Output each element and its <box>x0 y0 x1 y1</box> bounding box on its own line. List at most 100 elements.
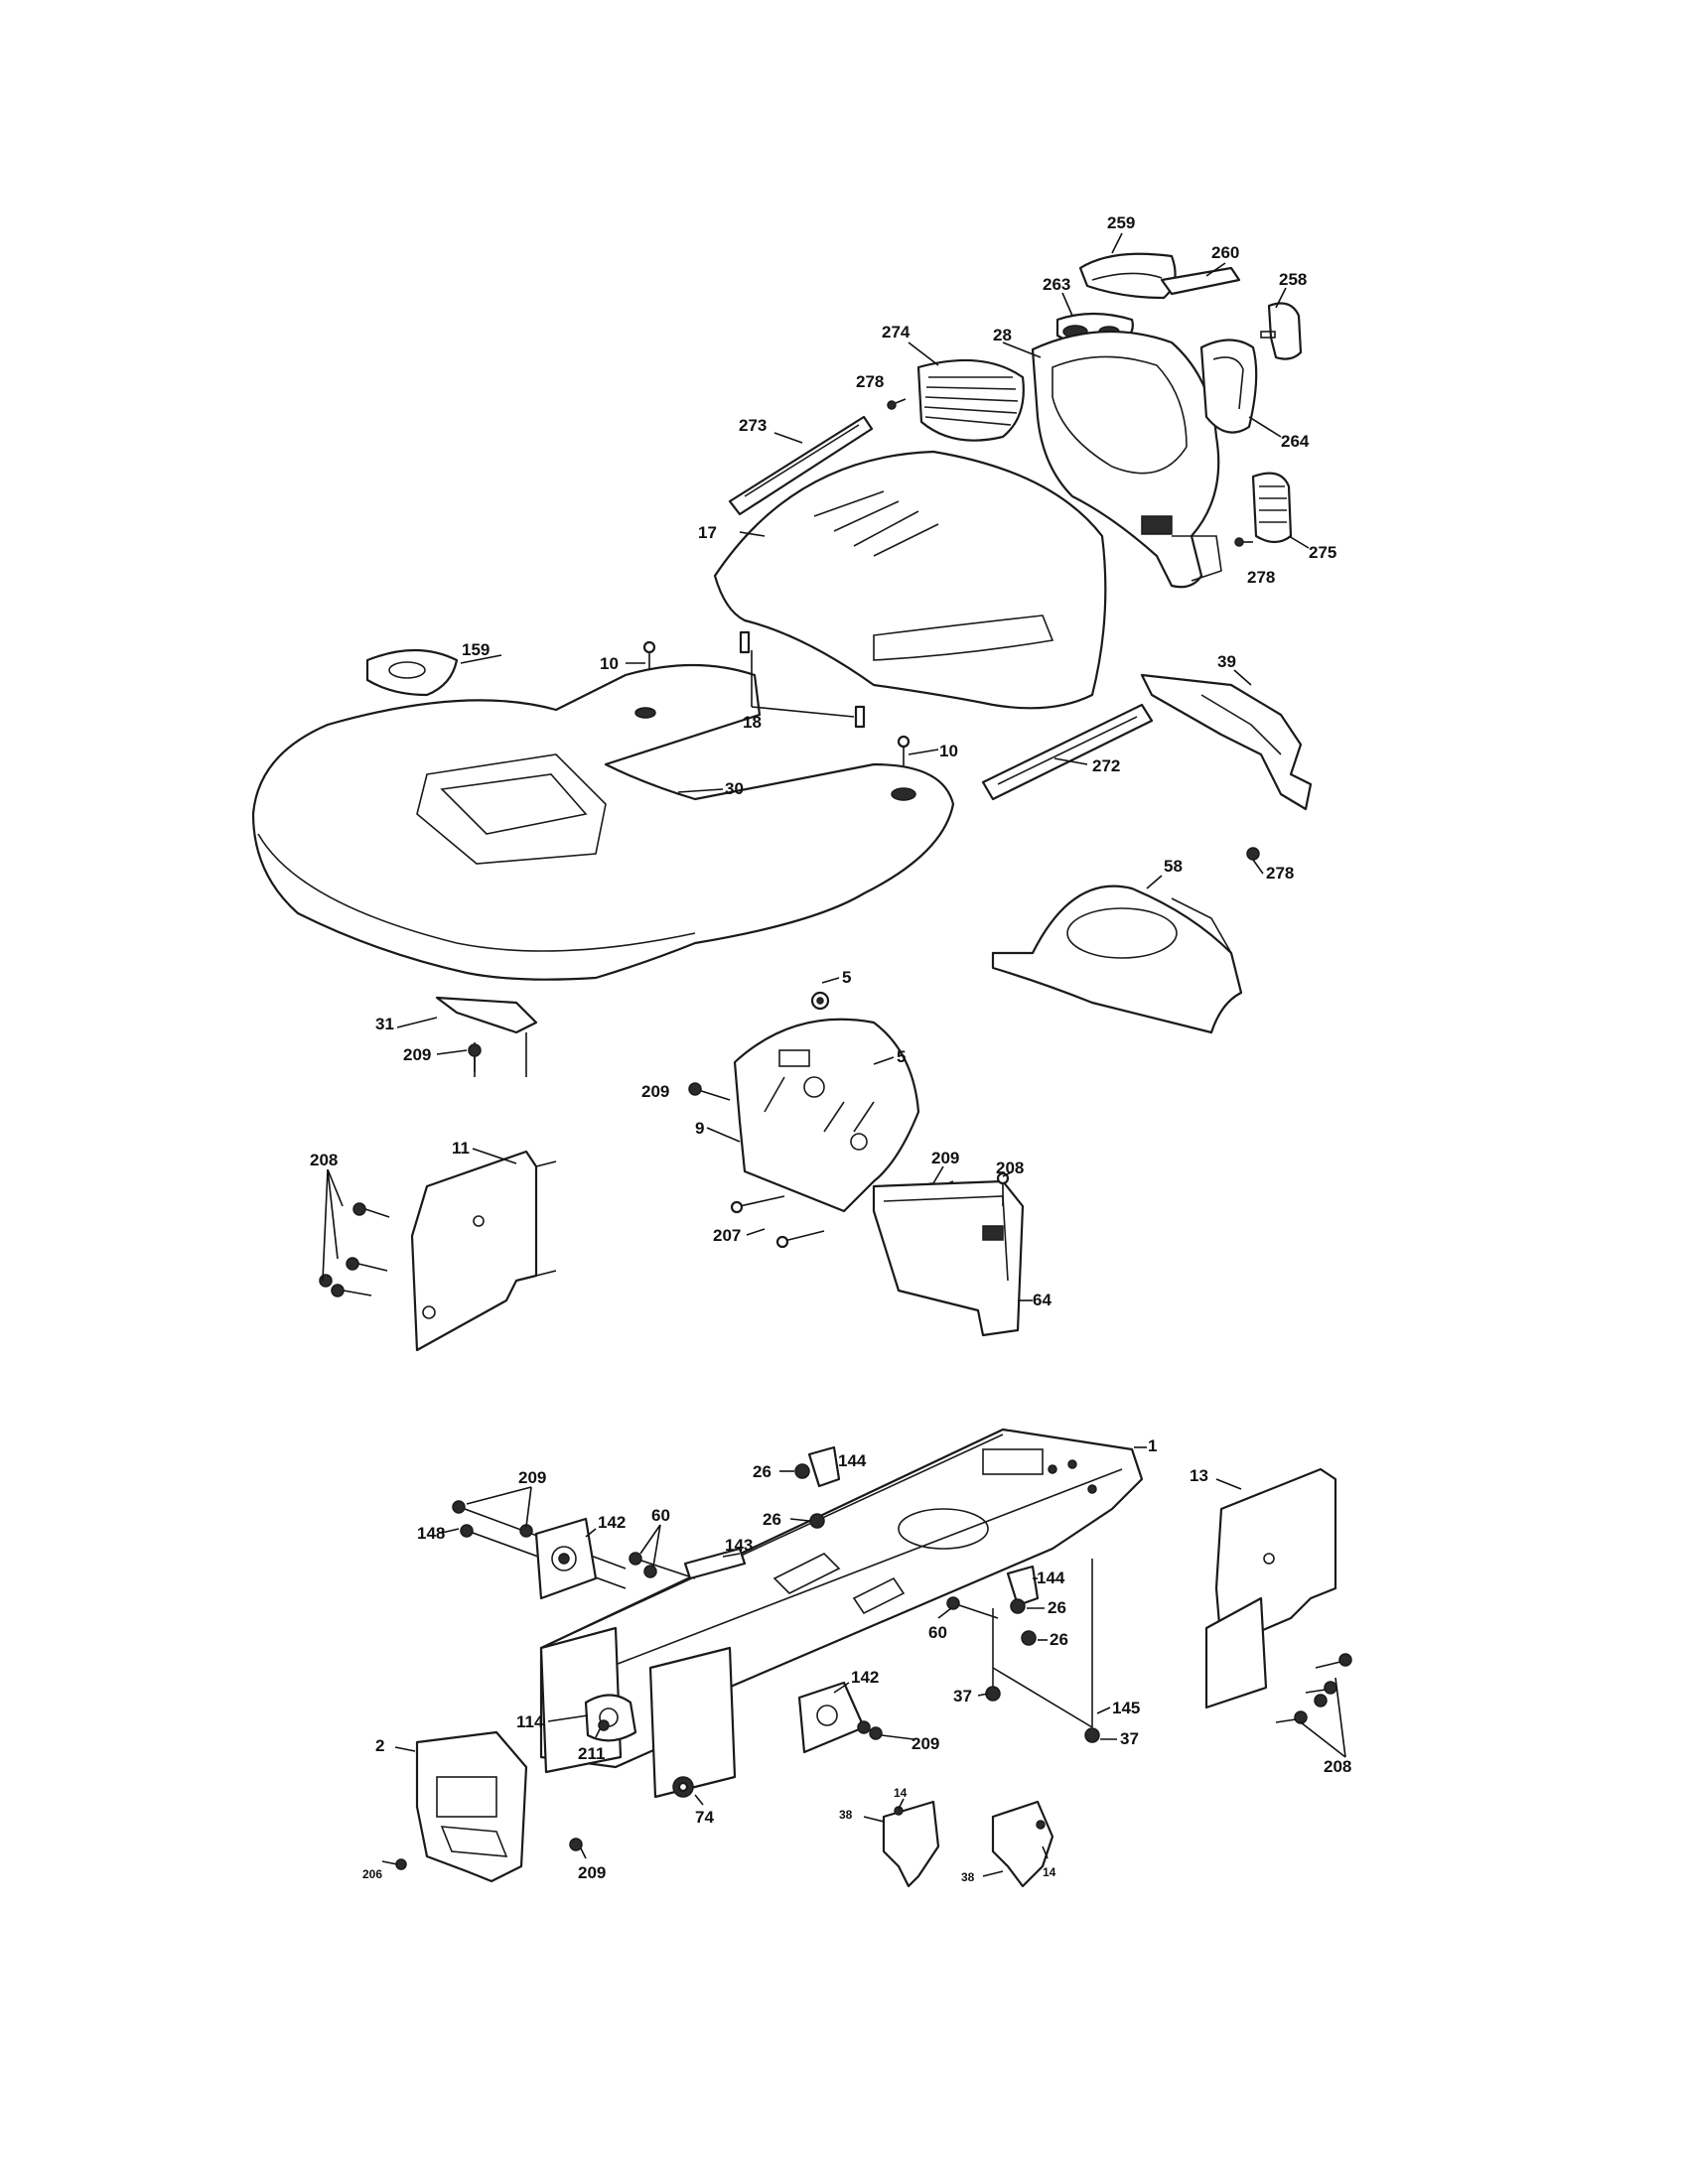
belt-guard-part <box>991 885 1243 1034</box>
callout-label: 207 <box>713 1226 741 1245</box>
callout-label: 273 <box>739 416 767 435</box>
plate-142-right-part <box>797 1681 883 1754</box>
callout-label: 26 <box>753 1462 772 1481</box>
callout-label: 209 <box>403 1045 431 1064</box>
callout-label: 26 <box>1050 1630 1068 1649</box>
callout-label: 13 <box>1190 1466 1208 1485</box>
callout-label: 28 <box>993 326 1012 344</box>
callout-labels: 259 260 258 263 274 28 278 264 273 275 2… <box>310 213 1351 1884</box>
callout-label: 208 <box>996 1159 1024 1177</box>
callout-label: 10 <box>600 654 619 673</box>
callout-label: 259 <box>1107 213 1135 232</box>
front-bracket-part <box>872 1171 1025 1337</box>
callout-label: 39 <box>1217 652 1236 671</box>
callout-label: 272 <box>1092 756 1120 775</box>
bracket-144-part <box>807 1445 1040 1607</box>
screw-208-right-part <box>1275 1653 1352 1724</box>
callout-label: 209 <box>931 1149 959 1167</box>
callout-label: 114 <box>516 1712 544 1731</box>
hook-38-left-part <box>882 1800 940 1888</box>
callout-label: 278 <box>856 372 884 391</box>
pivot-114-part <box>584 1694 637 1742</box>
callout-label: 148 <box>417 1524 445 1543</box>
callout-label: 37 <box>1120 1729 1139 1748</box>
callout-label: 38 <box>961 1870 975 1884</box>
plate-142-left-part <box>534 1517 598 1600</box>
callout-label: 144 <box>838 1451 867 1470</box>
callout-label: 263 <box>1043 275 1070 294</box>
headlight-cover-part <box>1078 252 1177 300</box>
callout-label: 206 <box>362 1867 382 1881</box>
callout-label: 144 <box>1037 1569 1065 1587</box>
callout-label: 64 <box>1033 1291 1052 1309</box>
callout-label: 31 <box>375 1015 394 1033</box>
callout-label: 60 <box>651 1506 670 1525</box>
trim-strip-part <box>1160 266 1241 296</box>
callout-label: 258 <box>1279 270 1307 289</box>
callout-label: 143 <box>725 1536 753 1555</box>
callout-label: 17 <box>698 523 717 542</box>
grille-frame-part <box>1031 330 1222 589</box>
callout-label: 74 <box>695 1808 714 1827</box>
small-bracket-part <box>435 996 538 1077</box>
callout-label: 159 <box>462 640 490 659</box>
callout-label: 18 <box>743 713 762 732</box>
screw-208-left-part <box>319 1202 390 1297</box>
callout-label: 209 <box>578 1863 606 1882</box>
fender-deck-part <box>251 663 955 981</box>
callout-label: 37 <box>953 1687 972 1706</box>
callout-label: 278 <box>1266 864 1294 883</box>
hood-part <box>713 450 1107 710</box>
dash-panel-part <box>733 1018 920 1213</box>
bolt-207-part <box>730 1195 825 1249</box>
callout-label: 9 <box>695 1119 704 1138</box>
nut-26-part <box>794 1463 1037 1646</box>
callout-label: 145 <box>1112 1699 1140 1717</box>
callout-label: 26 <box>763 1510 781 1529</box>
callout-label: 1 <box>1148 1436 1157 1455</box>
side-housing-part <box>1199 339 1258 434</box>
callout-label: 5 <box>897 1047 906 1066</box>
hook-38-right-part <box>991 1800 1054 1888</box>
callout-label: 60 <box>928 1623 947 1642</box>
side-grille-part <box>1251 472 1293 544</box>
front-plate-part <box>395 1730 583 1883</box>
callout-label: 208 <box>310 1151 338 1169</box>
roller-74-part <box>672 1776 694 1798</box>
callout-label: 11 <box>452 1139 470 1158</box>
lens-part <box>1260 302 1303 360</box>
cup-holder-part <box>365 648 459 697</box>
callout-label: 10 <box>939 742 958 760</box>
callout-label: 211 <box>578 1744 605 1763</box>
callout-label: 58 <box>1164 857 1183 876</box>
callout-label: 14 <box>1043 1865 1056 1879</box>
side-trim-left-part <box>728 415 874 516</box>
callout-label: 260 <box>1211 243 1239 262</box>
callout-label: 26 <box>1048 1598 1066 1617</box>
callout-label: 14 <box>894 1786 908 1800</box>
callout-label: 208 <box>1324 1757 1351 1776</box>
callout-label: 209 <box>912 1734 939 1753</box>
rod-145-part <box>985 1559 1100 1743</box>
callout-label: 278 <box>1247 568 1275 587</box>
callout-label: 275 <box>1309 543 1336 562</box>
bracket-part <box>1140 673 1313 811</box>
callout-label: 209 <box>518 1468 546 1487</box>
callout-label: 264 <box>1281 432 1310 451</box>
callout-label: 30 <box>725 779 744 798</box>
callout-label: 38 <box>839 1808 853 1822</box>
screw-part <box>887 398 1264 875</box>
callout-label: 274 <box>882 323 911 341</box>
callout-label: 2 <box>375 1736 384 1755</box>
callout-label: 142 <box>851 1668 879 1687</box>
side-panel-right-part <box>1204 1467 1337 1709</box>
callout-label: 142 <box>598 1513 626 1532</box>
clip-part <box>739 630 866 729</box>
callout-label: 209 <box>641 1082 669 1101</box>
callout-label: 5 <box>842 968 851 987</box>
side-panel-left-part <box>410 1150 557 1352</box>
grille-screen-part <box>916 358 1025 442</box>
bolt-60-part <box>629 1552 999 1619</box>
side-trim-right-part <box>981 703 1154 801</box>
